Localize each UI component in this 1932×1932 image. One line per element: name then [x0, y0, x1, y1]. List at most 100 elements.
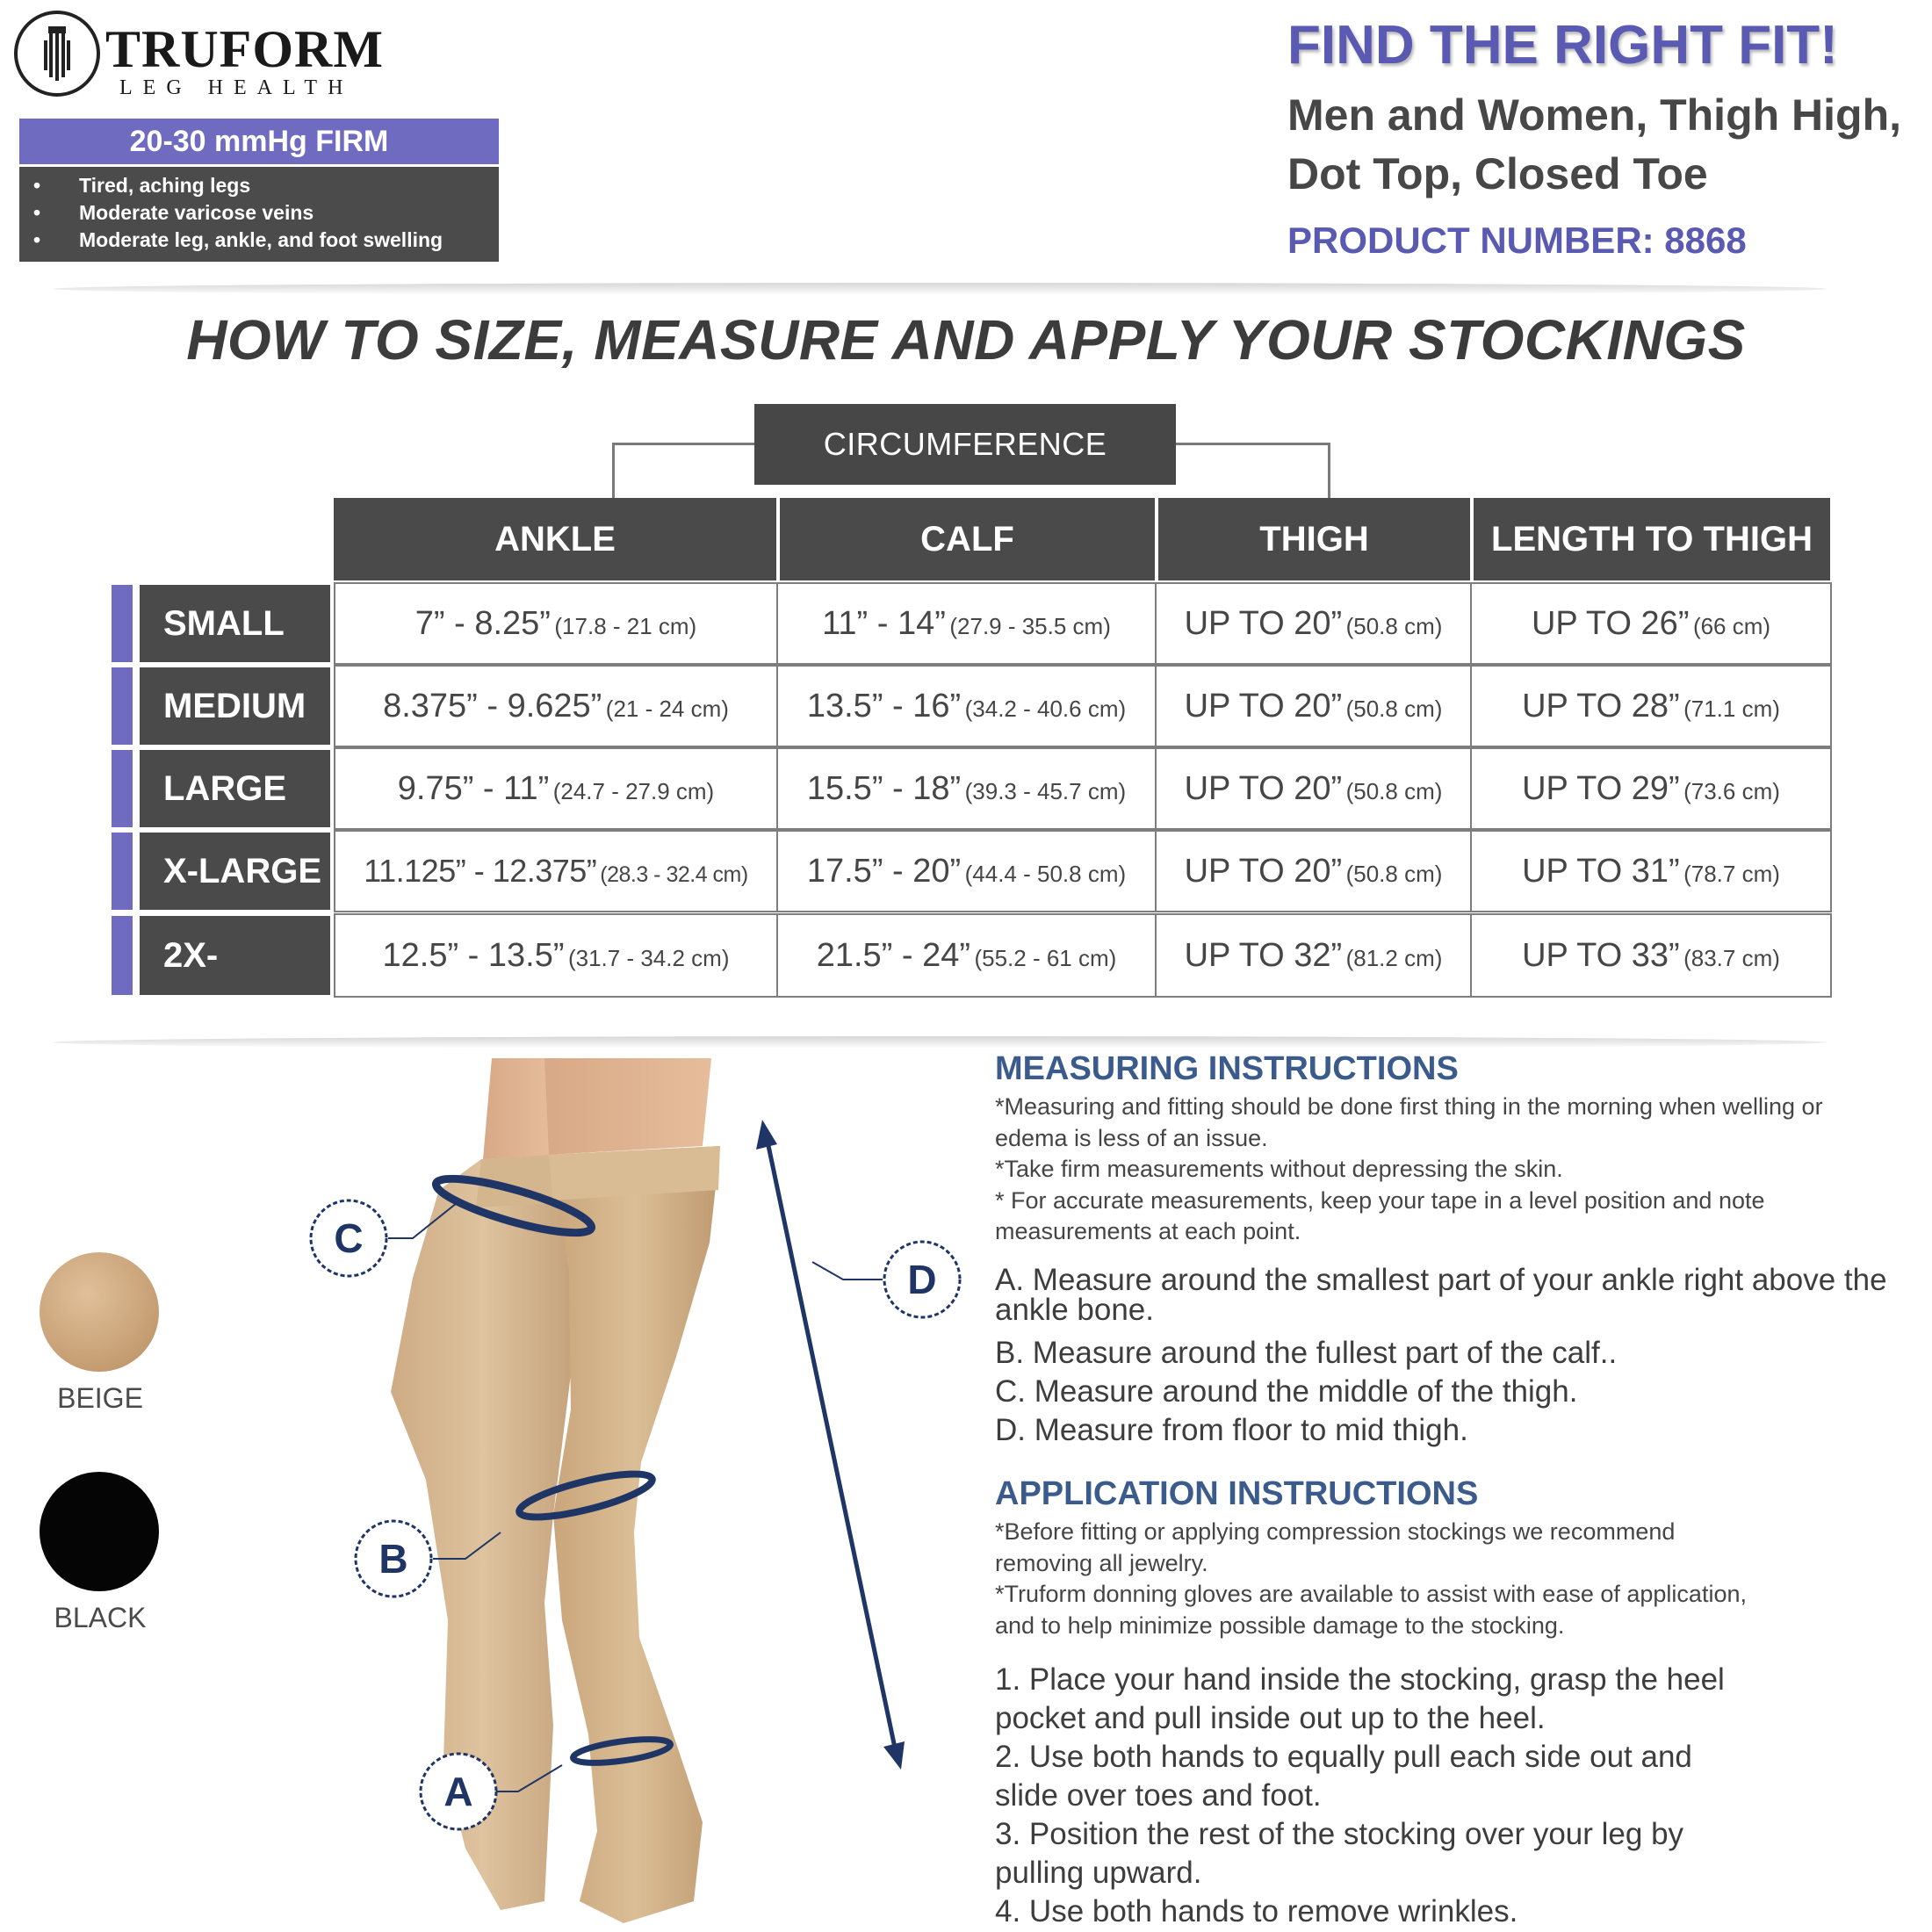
size-label-text: 2X-LARGE [163, 936, 286, 1054]
callout-line-a [487, 1764, 563, 1792]
column-header-thigh: THIGH [1158, 498, 1470, 580]
measurement-inches: 13.5” - 16” [806, 688, 962, 724]
measuring-note: * For accurate measurements, keep your t… [995, 1186, 1765, 1245]
measurement-inches: 12.5” - 13.5” [382, 937, 565, 974]
measuring-heading: MEASURING INSTRUCTIONS [995, 1050, 1459, 1087]
size-label: LARGE [140, 750, 330, 827]
measurement-inches: UP TO 20” [1184, 853, 1343, 890]
measurement-inches: UP TO 31” [1522, 853, 1680, 890]
application-note: *Truform donning gloves are available to… [995, 1581, 1747, 1639]
size-cell-calf: 21.5” - 24” (55.2 - 61 cm) [776, 913, 1157, 998]
arrow-head-top [756, 1120, 777, 1150]
size-cell-length-to-thigh: UP TO 28” (71.1 cm) [1470, 665, 1832, 747]
measurement-cm: (44.4 - 50.8 cm) [964, 861, 1127, 887]
measuring-step: A. Measure around the smallest part of y… [995, 1262, 1887, 1327]
measurement-cm: (24.7 - 27.9 cm) [552, 778, 715, 804]
size-cell-thigh: UP TO 20” (50.8 cm) [1155, 665, 1472, 747]
measurement-inches: 17.5” - 20” [806, 853, 962, 890]
truform-logo: TRUFORM LEG HEALTH [14, 11, 392, 107]
brand-name: TRUFORM [105, 20, 384, 78]
callout-label-a: A [443, 1769, 472, 1814]
callout-line-b [433, 1532, 501, 1560]
size-label: SMALL [140, 585, 330, 662]
size-label-text: SMALL [163, 604, 285, 643]
logo-emblem [14, 11, 100, 97]
callout-line-c [388, 1202, 458, 1239]
measurement-cm: (50.8 cm) [1345, 613, 1443, 639]
measurement-cm: (28.3 - 32.4 cm) [600, 862, 748, 887]
measurement-cm: (50.8 cm) [1345, 861, 1443, 887]
measurement-cm: (27.9 - 35.5 cm) [949, 613, 1111, 639]
measurement-inches: UP TO 20” [1184, 688, 1343, 724]
size-cell-length-to-thigh: UP TO 29” (73.6 cm) [1470, 747, 1832, 830]
skin-upper-right [544, 1058, 711, 1155]
size-cell-thigh: UP TO 20” (50.8 cm) [1155, 830, 1472, 912]
product-description-line: Men and Women, Thigh High, [1287, 90, 1902, 140]
measuring-step: C. Measure around the middle of the thig… [995, 1373, 1578, 1409]
size-cell-length-to-thigh: UP TO 26” (66 cm) [1470, 582, 1832, 665]
size-cell-length-to-thigh: UP TO 31” (78.7 cm) [1470, 830, 1832, 912]
circumference-header: CIRCUMFERENCE [754, 404, 1176, 485]
size-cell-ankle: 7” - 8.25” (17.8 - 21 cm) [334, 582, 778, 665]
callout-circle-c [309, 1199, 388, 1278]
application-instructions: APPLICATION INSTRUCTIONS *Before fitting… [995, 1475, 1759, 1931]
measurement-cm: (55.2 - 61 cm) [974, 945, 1117, 971]
stocking-back-leg [391, 1157, 575, 1910]
size-cell-thigh: UP TO 20” (50.8 cm) [1155, 582, 1472, 665]
measurement-inches: 8.375” - 9.625” [383, 688, 602, 724]
size-label-text: LARGE [163, 769, 286, 808]
measurement-cm: (50.8 cm) [1345, 696, 1443, 722]
color-label-beige: BEIGE [57, 1382, 143, 1414]
symptom-item: Tired, aching legs [33, 172, 499, 199]
symptom-item: Moderate leg, ankle, and foot swelling [33, 227, 499, 254]
application-step: 4. Use both hands to remove wrinkles. [995, 1894, 1518, 1928]
measurement-cm: (50.8 cm) [1345, 778, 1443, 804]
callout-circle-b [354, 1519, 433, 1598]
symptom-item: Moderate varicose veins [33, 199, 499, 227]
compression-level: 20-30 mmHg FIRM [19, 119, 499, 164]
color-label-black: BLACK [54, 1602, 147, 1633]
size-label-text: X-LARGE [163, 852, 321, 890]
measurement-cm: (17.8 - 21 cm) [554, 613, 697, 639]
size-cell-ankle: 11.125” - 12.375” (28.3 - 32.4 cm) [334, 830, 778, 912]
size-cell-ankle: 8.375” - 9.625” (21 - 24 cm) [334, 665, 778, 747]
size-cell-thigh: UP TO 20” (50.8 cm) [1155, 747, 1472, 830]
measurement-cm: (21 - 24 cm) [605, 696, 729, 722]
stocking-diagram: C D B A [309, 1058, 962, 1923]
divider [53, 1036, 1827, 1049]
measure-ring-b [515, 1470, 656, 1521]
measuring-note: *Measuring and fitting should be done fi… [995, 1093, 1823, 1151]
measurement-cm: (31.7 - 34.2 cm) [567, 945, 730, 971]
size-cell-calf: 15.5” - 18” (39.3 - 45.7 cm) [776, 747, 1157, 830]
section-title: HOW TO SIZE, MEASURE AND APPLY YOUR STOC… [186, 308, 1746, 371]
length-arrow [764, 1136, 898, 1753]
measurement-inches: 15.5” - 18” [806, 770, 962, 807]
application-step: 3. Position the rest of the stocking ove… [995, 1817, 1684, 1890]
application-note: *Before fitting or applying compression … [995, 1518, 1676, 1576]
product-number: PRODUCT NUMBER: 8868 [1287, 220, 1747, 261]
row-accent-bar [112, 916, 133, 995]
measurement-inches: UP TO 33” [1522, 937, 1680, 974]
skin-upper-left [483, 1058, 553, 1159]
size-label: 2X-LARGE [140, 916, 330, 1054]
divider [53, 283, 1827, 295]
measurement-cm: (66 cm) [1692, 613, 1771, 639]
size-cell-calf: 11” - 14” (27.9 - 35.5 cm) [776, 582, 1157, 665]
callout-line-d [811, 1261, 883, 1280]
size-cell-calf: 17.5” - 20” (44.4 - 50.8 cm) [776, 830, 1157, 912]
row-accent-bar [112, 750, 133, 827]
callout-circle-a [419, 1752, 498, 1831]
measuring-note: *Take firm measurements without depressi… [995, 1156, 1563, 1182]
size-cell-calf: 13.5” - 16” (34.2 - 40.6 cm) [776, 665, 1157, 747]
callout-circle-d [883, 1240, 962, 1319]
measurement-cm: (83.7 cm) [1683, 945, 1780, 971]
application-heading: APPLICATION INSTRUCTIONS [995, 1475, 1479, 1512]
black-swatch [40, 1472, 159, 1591]
measurement-cm: (34.2 - 40.6 cm) [964, 696, 1127, 722]
size-cell-ankle: 12.5” - 13.5” (31.7 - 34.2 cm) [334, 913, 778, 998]
measurement-inches: UP TO 20” [1184, 605, 1343, 642]
measurement-inches: UP TO 28” [1522, 688, 1680, 724]
measurement-inches: UP TO 20” [1184, 770, 1343, 807]
size-label: X-LARGE [140, 833, 330, 910]
page-title: FIND THE RIGHT FIT! [1287, 15, 1838, 76]
